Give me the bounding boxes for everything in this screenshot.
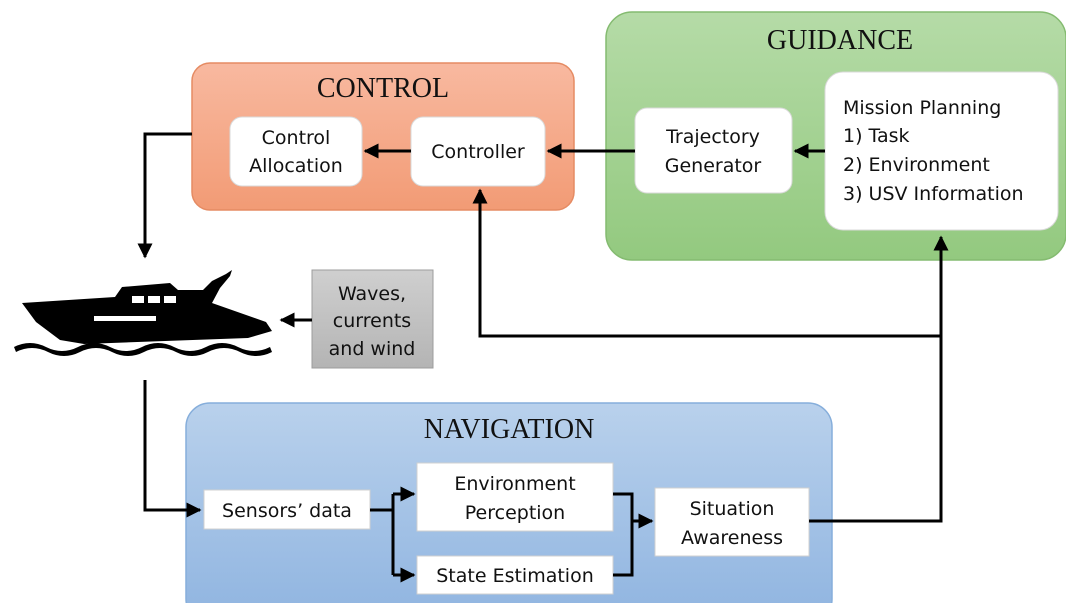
arrow-feedback-to-controller (472, 188, 941, 338)
navigation-group-title: NAVIGATION (424, 414, 595, 445)
sensors-data-label: Sensors’ data (222, 500, 352, 522)
guidance-group-title: GUIDANCE (767, 25, 913, 56)
arrow-boat-to-sensors (143, 380, 202, 518)
disturbances-line-2: currents (333, 310, 411, 332)
control-allocation-line-1: Control (262, 127, 331, 149)
trajectory-generator-line-1: Trajectory (665, 126, 760, 148)
boat-icon (14, 270, 272, 356)
control-group-title: CONTROL (317, 73, 449, 104)
mission-planning-item-task: 1) Task (843, 125, 910, 147)
sensors-data-block: Sensors’ data (203, 489, 371, 530)
disturbances-block: Waves, currents and wind (311, 269, 434, 369)
state-estimation-label: State Estimation (436, 565, 594, 587)
arrow-awareness-to-mission (809, 235, 949, 523)
mission-planning-item-usv-information: 3) USV Information (843, 183, 1024, 205)
control-allocation-block: Control Allocation (229, 116, 363, 187)
arrow-control-to-boat (137, 132, 192, 259)
disturbances-line-1: Waves, (338, 283, 406, 305)
line-merge (613, 492, 634, 577)
disturbances-line-3: and wind (329, 338, 416, 360)
environment-perception-block: Environment Perception (416, 462, 614, 532)
connectors (137, 132, 949, 583)
mission-planning-title: Mission Planning (843, 97, 1001, 119)
controller-block: Controller (410, 116, 546, 187)
environment-perception-line-2: Perception (465, 502, 565, 524)
mission-planning-block: Mission Planning 1) Task 2) Environment … (824, 71, 1059, 231)
controller-label: Controller (431, 141, 525, 163)
trajectory-generator-block: Trajectory Generator (634, 107, 793, 194)
mission-planning-item-environment: 2) Environment (843, 154, 990, 176)
trajectory-generator-line-2: Generator (665, 155, 762, 177)
situation-awareness-line-1: Situation (690, 498, 775, 520)
environment-perception-line-1: Environment (454, 473, 575, 495)
state-estimation-block: State Estimation (416, 555, 614, 595)
control-allocation-line-2: Allocation (249, 155, 343, 177)
situation-awareness-block: Situation Awareness (654, 487, 810, 557)
situation-awareness-line-2: Awareness (681, 527, 783, 549)
